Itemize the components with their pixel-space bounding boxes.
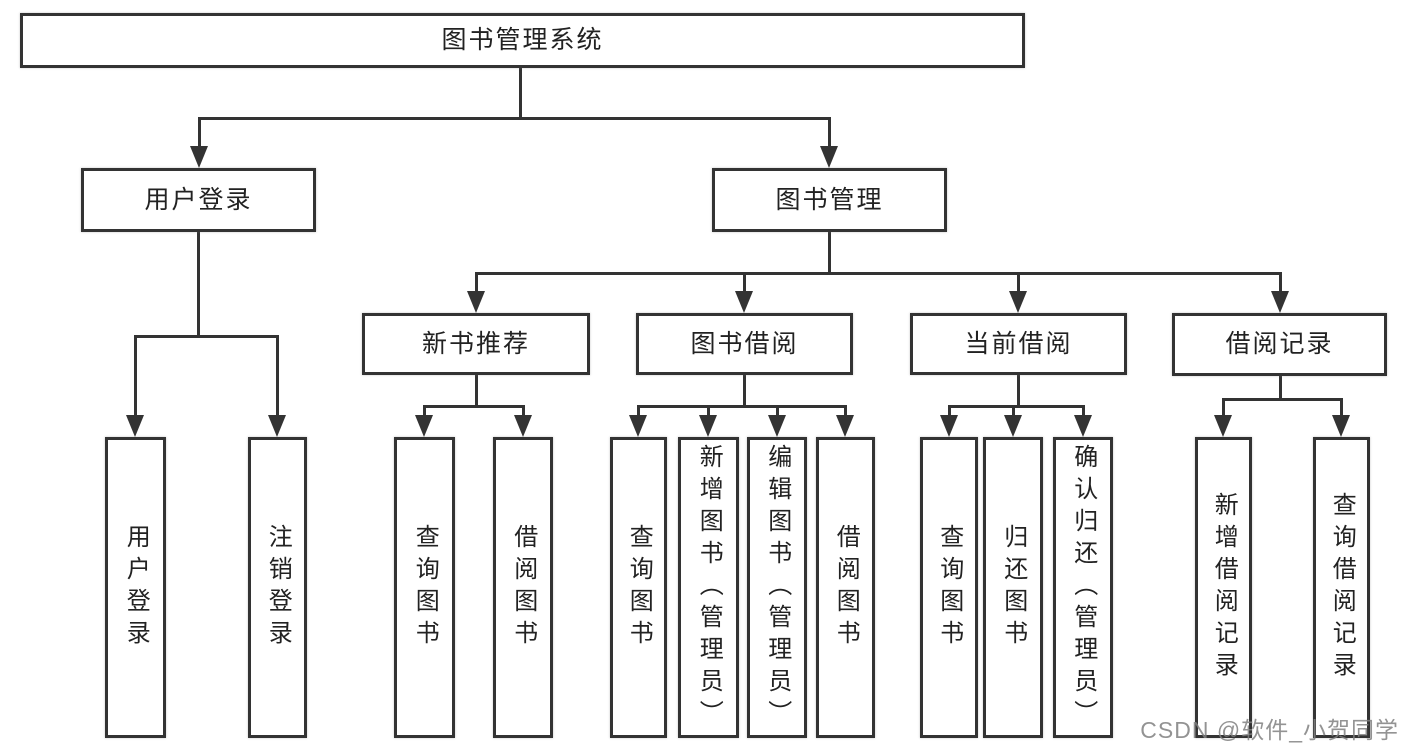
- connector-line: [197, 232, 200, 338]
- leaf-user-login-label: 用户登录: [122, 523, 150, 652]
- leaf-add-borrow-record-label: 新增借阅记录: [1210, 491, 1238, 684]
- connector-line: [948, 405, 951, 417]
- leaf-query-book-label: 查询图书: [935, 523, 963, 652]
- arrow-down-icon: [836, 415, 854, 437]
- connector-line: [198, 117, 831, 120]
- leaf-query-book: 查询图书: [920, 437, 978, 738]
- node-current-borrow: 当前借阅: [910, 313, 1127, 375]
- arrow-down-icon: [190, 146, 208, 168]
- connector-line: [522, 405, 525, 417]
- arrow-down-icon: [514, 415, 532, 437]
- arrow-down-icon: [268, 415, 286, 437]
- connector-line: [948, 405, 1084, 408]
- leaf-query-book-label: 查询图书: [625, 523, 653, 652]
- connector-line: [1222, 398, 1342, 401]
- connector-line: [475, 272, 1281, 275]
- leaf-query-borrow-record: 查询借阅记录: [1313, 437, 1370, 738]
- connector-line: [1017, 375, 1020, 408]
- node-book-borrow: 图书借阅: [636, 313, 853, 375]
- arrow-down-icon: [467, 291, 485, 313]
- node-book-management-label: 图书管理: [775, 185, 884, 214]
- arrow-down-icon: [699, 415, 717, 437]
- connector-line: [519, 68, 522, 120]
- node-user-login-label: 用户登录: [144, 185, 253, 214]
- node-current-borrow-label: 当前借阅: [964, 329, 1073, 358]
- leaf-user-login: 用户登录: [105, 437, 166, 738]
- leaf-query-book: 查询图书: [394, 437, 455, 738]
- leaf-edit-book-admin-label: 编辑图书（管理员）: [763, 443, 791, 732]
- arrow-down-icon: [1332, 415, 1350, 437]
- leaf-logout: 注销登录: [248, 437, 307, 738]
- leaf-add-book-admin: 新增图书（管理员）: [678, 437, 739, 738]
- leaf-edit-book-admin: 编辑图书（管理员）: [747, 437, 807, 738]
- leaf-logout-label: 注销登录: [264, 523, 292, 652]
- arrow-down-icon: [768, 415, 786, 437]
- arrow-down-icon: [415, 415, 433, 437]
- arrow-down-icon: [940, 415, 958, 437]
- arrow-down-icon: [1009, 291, 1027, 313]
- connector-line: [1012, 405, 1015, 417]
- arrow-down-icon: [1271, 291, 1289, 313]
- connector-line: [423, 405, 524, 408]
- connector-line: [1340, 398, 1343, 417]
- leaf-add-borrow-record: 新增借阅记录: [1195, 437, 1252, 738]
- arrow-down-icon: [735, 291, 753, 313]
- node-borrow-records: 借阅记录: [1172, 313, 1387, 376]
- connector-line: [828, 117, 831, 148]
- leaf-confirm-return-admin: 确认归还（管理员）: [1053, 437, 1113, 738]
- node-new-book-recommend: 新书推荐: [362, 313, 590, 375]
- arrow-down-icon: [1214, 415, 1232, 437]
- connector-line: [828, 232, 831, 275]
- leaf-add-book-admin-label: 新增图书（管理员）: [695, 443, 723, 732]
- connector-line: [134, 335, 279, 338]
- node-book-borrow-label: 图书借阅: [690, 329, 799, 358]
- leaf-query-book-label: 查询图书: [411, 523, 439, 652]
- leaf-return-book: 归还图书: [983, 437, 1043, 738]
- leaf-borrow-book-label: 借阅图书: [509, 523, 537, 652]
- arrow-down-icon: [820, 146, 838, 168]
- connector-line: [1279, 375, 1282, 401]
- node-new-book-recommend-label: 新书推荐: [421, 329, 530, 358]
- connector-line: [1017, 272, 1020, 293]
- leaf-query-book: 查询图书: [610, 437, 667, 738]
- connector-line: [743, 272, 746, 293]
- arrow-down-icon: [1004, 415, 1022, 437]
- watermark: CSDN @软件_小贺同学: [1140, 717, 1399, 743]
- leaf-borrow-book: 借阅图书: [493, 437, 553, 738]
- arrow-down-icon: [1074, 415, 1092, 437]
- leaf-borrow-book-label: 借阅图书: [832, 523, 860, 652]
- connector-line: [1222, 398, 1225, 417]
- connector-line: [776, 405, 779, 417]
- connector-line: [423, 405, 426, 417]
- leaf-confirm-return-admin-label: 确认归还（管理员）: [1069, 443, 1097, 732]
- connector-line: [134, 335, 137, 417]
- connector-line: [637, 405, 640, 417]
- connector-line: [198, 117, 201, 148]
- node-root-label: 图书管理系统: [441, 26, 604, 55]
- leaf-query-borrow-record-label: 查询借阅记录: [1328, 491, 1356, 684]
- connector-line: [276, 335, 279, 417]
- leaf-return-book-label: 归还图书: [999, 523, 1027, 652]
- connector-line: [743, 375, 746, 408]
- connector-line: [1082, 405, 1085, 417]
- connector-line: [475, 272, 478, 293]
- connector-line: [637, 405, 846, 408]
- connector-line: [844, 405, 847, 417]
- node-root: 图书管理系统: [20, 13, 1025, 68]
- node-book-management: 图书管理: [712, 168, 947, 232]
- connector-line: [707, 405, 710, 417]
- node-user-login: 用户登录: [81, 168, 316, 232]
- arrow-down-icon: [126, 415, 144, 437]
- connector-line: [475, 375, 478, 408]
- leaf-borrow-book: 借阅图书: [816, 437, 875, 738]
- connector-line: [1279, 272, 1282, 293]
- arrow-down-icon: [629, 415, 647, 437]
- node-borrow-records-label: 借阅记录: [1225, 330, 1334, 359]
